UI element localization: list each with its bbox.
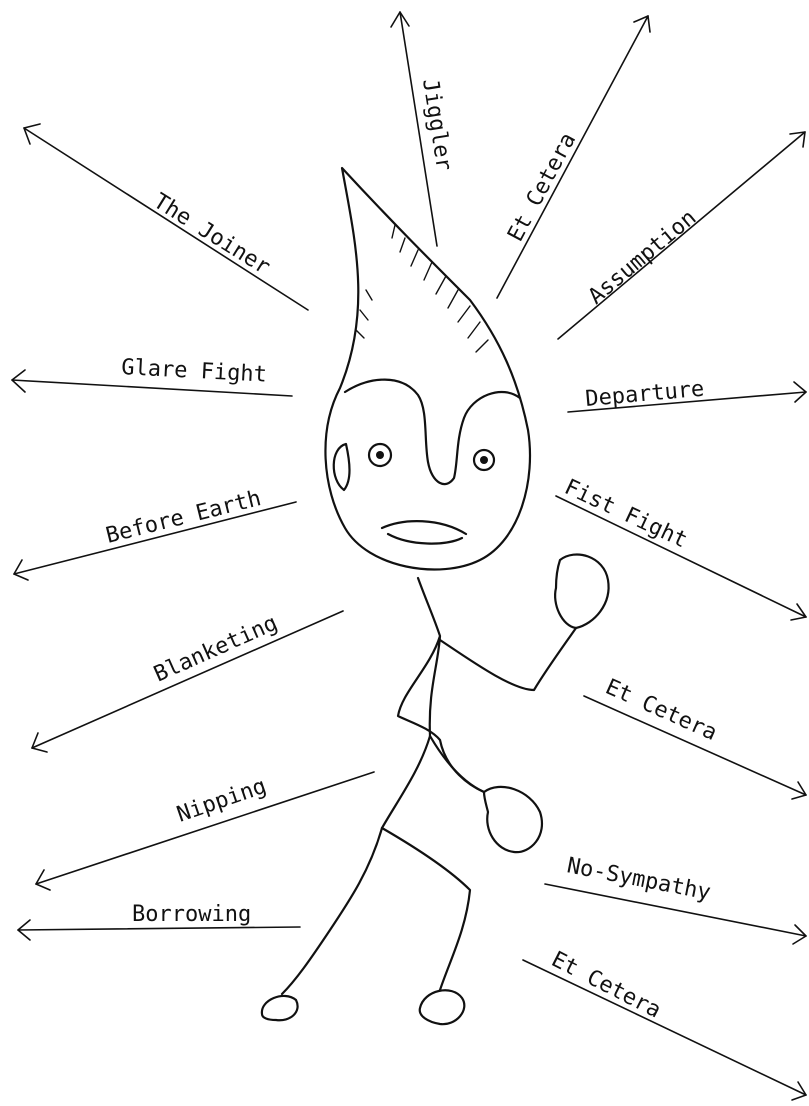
- left-foot: [262, 996, 298, 1020]
- right-leg: [382, 828, 470, 990]
- label-et-cetera-top: Et Cetera: [503, 129, 581, 246]
- raised-arm: [440, 628, 576, 690]
- label-no-sympathy: No-Sympathy: [565, 853, 713, 905]
- arrow-et-cetera-bottom: [523, 960, 806, 1100]
- arrow-blanketing: [32, 611, 343, 752]
- label-assumption: Assumption: [584, 205, 702, 309]
- mouth: [382, 521, 466, 543]
- label-departure: Departure: [584, 377, 705, 412]
- left-pupil: [376, 451, 384, 459]
- label-fist-fight: Fist Fight: [560, 475, 691, 554]
- right-pupil: [480, 456, 488, 464]
- label-borrowing: Borrowing: [132, 902, 251, 927]
- head-outline: [325, 168, 530, 570]
- label-nipping: Nipping: [174, 774, 270, 828]
- raised-fist: [555, 554, 608, 628]
- label-glare-fight: Glare Fight: [121, 355, 268, 388]
- body: [382, 578, 484, 828]
- lower-arm: [430, 736, 484, 792]
- label-et-cetera-mid: Et Cetera: [602, 675, 721, 746]
- left-leg: [282, 828, 382, 994]
- right-foot: [420, 990, 465, 1024]
- head-hatching: [356, 225, 488, 352]
- lower-fist: [484, 787, 542, 852]
- label-blanketing: Blanketing: [150, 611, 281, 688]
- label-the-joiner: The Joiner: [149, 189, 275, 280]
- arrow-nipping: [36, 772, 374, 890]
- brow-nose: [345, 380, 520, 484]
- stick-figure: [262, 168, 609, 1024]
- label-before-earth: Before Earth: [103, 486, 263, 549]
- ear: [334, 444, 350, 490]
- label-et-cetera-bottom: Et Cetera: [547, 947, 665, 1023]
